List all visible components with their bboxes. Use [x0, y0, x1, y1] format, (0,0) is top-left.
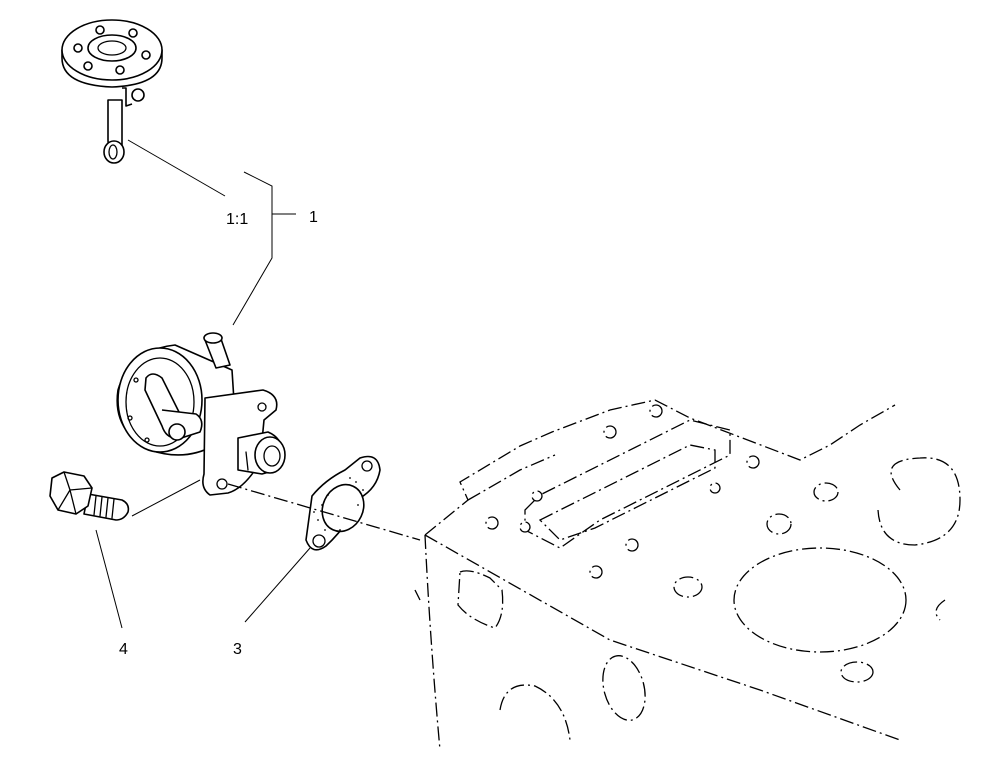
- callout-item-4: 4: [119, 641, 128, 658]
- gasket-stipple-texture: [313, 477, 364, 531]
- fuel-pump-assembly-icon: [116, 332, 286, 496]
- gasket-icon: [305, 455, 381, 551]
- actuator-plate-with-lever-icon: [61, 19, 163, 164]
- callout-item-3: 3: [233, 641, 242, 658]
- leader-lines: [95, 139, 421, 629]
- engine-block-icon: [414, 399, 961, 751]
- callout-sub-item-1-1: 1:1: [226, 211, 248, 228]
- banjo-bolt-icon: [49, 471, 130, 521]
- callout-item-1: 1: [309, 209, 318, 226]
